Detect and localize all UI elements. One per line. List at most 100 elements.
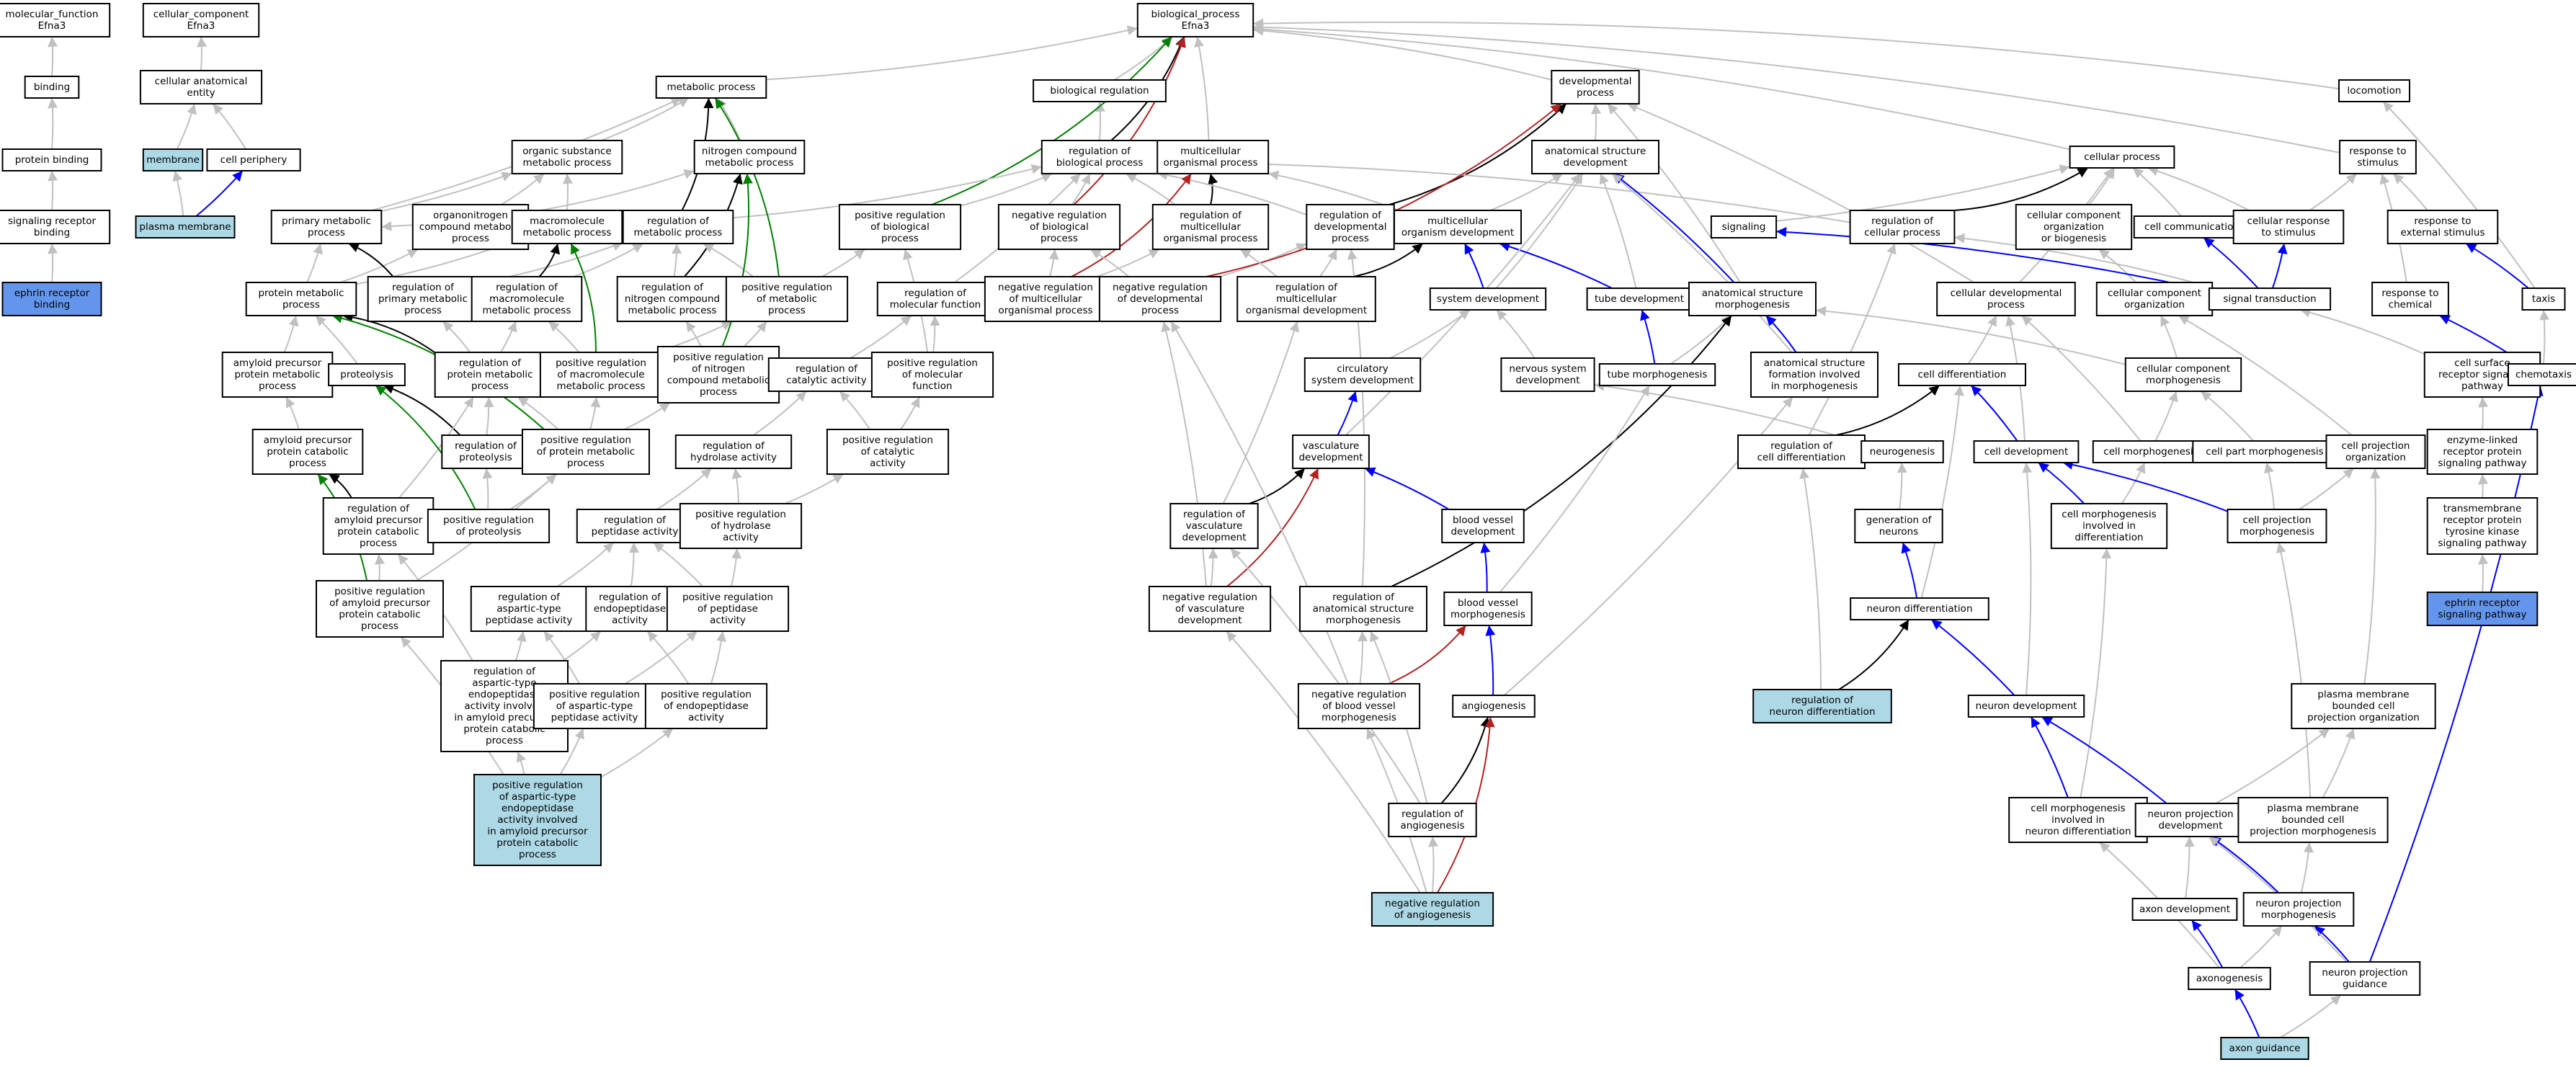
term-node-angio[interactable]: angiogenesis — [1452, 695, 1536, 718]
term-node-tubedev[interactable]: tube development — [1586, 287, 1693, 311]
term-node-neurdiff[interactable]: neuron differentiation — [1850, 597, 1989, 620]
term-node-locomotion[interactable]: locomotion — [2338, 79, 2410, 102]
term-node-taxis[interactable]: taxis — [2521, 287, 2566, 311]
term-node-sysdev[interactable]: system development — [1429, 287, 1547, 311]
term-node-cellproc[interactable]: cellular process — [2069, 146, 2175, 169]
term-node-metab[interactable]: metabolic process — [655, 76, 767, 99]
term-node-axonguid[interactable]: axon guidance — [2220, 1037, 2309, 1060]
term-node-binding[interactable]: binding — [24, 76, 80, 99]
term-node-axondev[interactable]: axon development — [2131, 898, 2238, 921]
term-node-proteolysis[interactable]: proteolysis — [328, 363, 406, 386]
term-node-neurdev[interactable]: neuron development — [1967, 695, 2085, 718]
term-node-cellmorph[interactable]: cell morphogenesis — [2092, 440, 2210, 463]
term-node-signaling[interactable]: signaling — [1710, 215, 1778, 238]
term-node-cellperiph[interactable]: cell periphery — [206, 148, 301, 171]
term-node-axonogenesis[interactable]: axonogenesis — [2188, 967, 2271, 990]
term-node-protbind[interactable]: protein binding — [1, 148, 102, 171]
term-node-cellpartmorph[interactable]: cell part morphogenesis — [2192, 440, 2337, 463]
term-node-membrane[interactable]: membrane — [142, 148, 204, 171]
term-node-tubemorph[interactable]: tube morphogenesis — [1598, 363, 1716, 386]
term-node-sigtrans[interactable]: signal transduction — [2208, 287, 2332, 311]
term-node-chemotaxis[interactable]: chemotaxis — [2508, 363, 2576, 386]
term-node-biolreg[interactable]: biological regulation — [1033, 79, 1167, 102]
term-node-celldiff[interactable]: cell differentiation — [1898, 363, 2026, 386]
